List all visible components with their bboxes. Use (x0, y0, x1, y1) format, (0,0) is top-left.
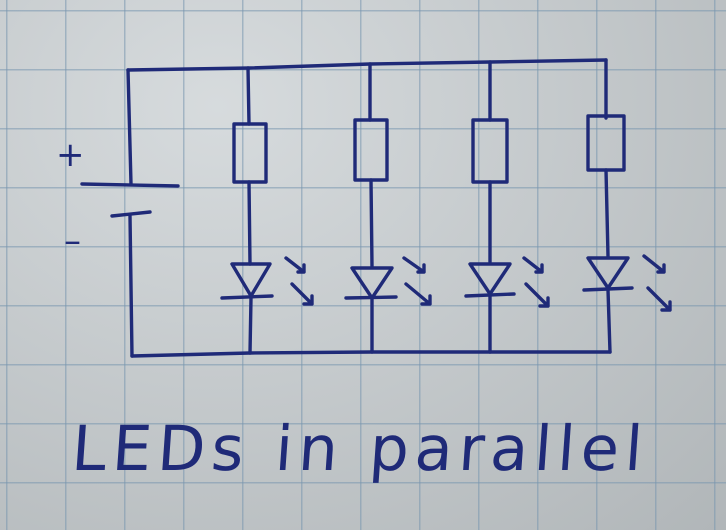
branch-1-led (220, 256, 314, 355)
branch-3-led (464, 256, 550, 354)
branch-4-wire-mid (604, 168, 610, 258)
branch-4-resistor (586, 114, 626, 172)
branch-1-wire-top (246, 66, 251, 126)
branch-3-light-arrows (522, 256, 550, 308)
battery-short-plate (110, 210, 152, 218)
branch-1 (220, 66, 314, 355)
branch-4 (582, 58, 672, 354)
branch-2-resistor (353, 118, 389, 182)
battery-bottom-wire (128, 214, 134, 358)
branch-2 (344, 62, 432, 354)
branch-3-resistor (471, 118, 509, 184)
branch-2-light-arrows (402, 256, 432, 306)
branch-1-resistor (232, 122, 268, 184)
battery-top-wire (126, 68, 133, 186)
branch-1-wire-mid (247, 180, 252, 266)
battery-long-plate (80, 182, 180, 188)
branch-4-led (582, 254, 672, 354)
branch-3 (464, 60, 550, 354)
branch-2-led (344, 256, 432, 354)
branch-2-wire-mid (369, 178, 374, 268)
battery-symbol (80, 182, 180, 218)
branch-1-light-arrows (284, 256, 314, 306)
battery-negative-label: – (64, 221, 81, 261)
diagram-caption: LEDs in parallel (69, 412, 651, 485)
battery-positive-label: + (56, 135, 85, 175)
branch-4-light-arrows (642, 254, 672, 312)
top-wire (126, 58, 608, 72)
